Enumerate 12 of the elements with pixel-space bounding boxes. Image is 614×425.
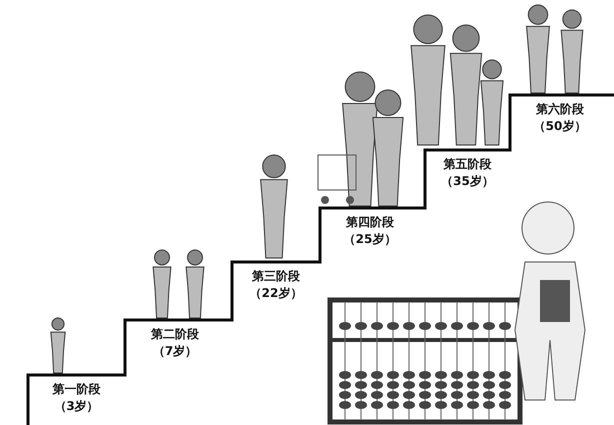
age-label: （7岁）: [152, 343, 198, 360]
stage-label: 第二阶段: [150, 326, 200, 343]
stage-label: 第一阶段: [52, 381, 102, 398]
age-label: （50岁）: [532, 118, 588, 135]
age-label: （3岁）: [53, 398, 100, 415]
age-label: （35岁）: [440, 173, 495, 190]
stage-label: 第五阶段: [442, 156, 492, 173]
stage-label: 第三阶段: [251, 268, 301, 285]
stage-label: 第四阶段: [345, 214, 395, 231]
age-label: （25岁）: [342, 231, 398, 248]
age-label: （22岁）: [248, 285, 304, 302]
stage-label: 第六阶段: [535, 101, 585, 118]
